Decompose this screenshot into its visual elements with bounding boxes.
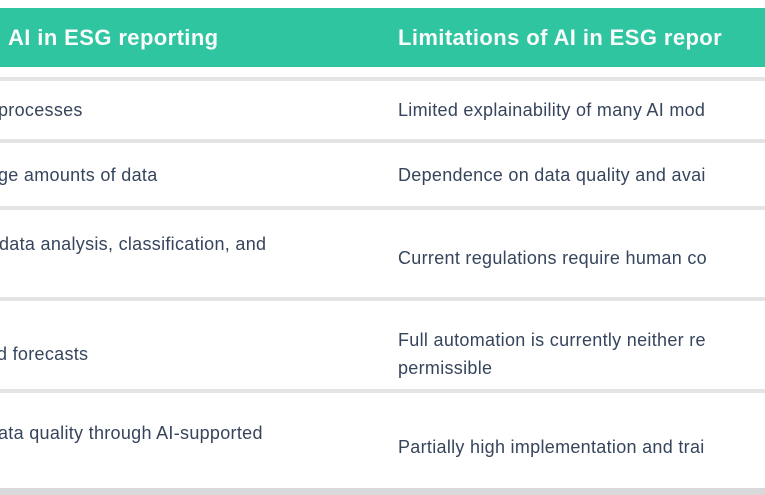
header-cell-right: Limitations of AI in ESG repor — [398, 25, 765, 51]
table-row: ata quality through AI-supported Partial… — [0, 393, 765, 488]
header-left-label: AI in ESG reporting — [8, 24, 219, 50]
table-row: processes Limited explainability of many… — [0, 81, 765, 139]
header-cell-left: AI in ESG reporting — [0, 25, 390, 51]
cell-right-text: Partially high implementation and trai — [398, 436, 705, 457]
cell-left-text: ata quality through AI-supported — [0, 422, 263, 443]
table-row: data analysis, classification, and Curre… — [0, 210, 765, 297]
cell-left-text: d forecasts — [0, 344, 89, 364]
cell-left: processes — [0, 96, 390, 124]
cell-right: Dependence on data quality and avai — [398, 161, 765, 189]
cell-left: data analysis, classification, and — [0, 230, 390, 286]
top-margin — [0, 0, 765, 8]
cell-right: Current regulations require human co — [398, 244, 765, 272]
bottom-divider — [0, 488, 765, 495]
cell-left: d forecasts — [0, 340, 390, 368]
cell-right-text: Current regulations require human co — [398, 247, 707, 268]
cell-left-text: processes — [0, 100, 83, 120]
row-divider — [0, 389, 765, 393]
header-gap — [0, 67, 765, 77]
cell-right: Full automation is currently neither re … — [398, 326, 765, 382]
cell-right-text: Dependence on data quality and avai — [398, 164, 706, 185]
row-divider — [0, 139, 765, 143]
table-row: d forecasts Full automation is currently… — [0, 301, 765, 389]
cell-right: Limited explainability of many AI mod — [398, 96, 765, 124]
cell-left: ata quality through AI-supported — [0, 419, 390, 475]
header-right-label: Limitations of AI in ESG repor — [398, 24, 723, 50]
table-header-row: AI in ESG reporting Limitations of AI in… — [0, 8, 765, 67]
cell-left-text: data analysis, classification, and — [0, 233, 267, 254]
row-divider — [0, 206, 765, 210]
row-divider — [0, 77, 765, 81]
cell-right-text: Limited explainability of many AI mod — [398, 100, 706, 120]
cell-left: ge amounts of data — [0, 161, 390, 189]
row-divider — [0, 297, 765, 301]
cell-right-text-line1: Full automation is currently neither re — [398, 330, 706, 350]
table-row: ge amounts of data Dependence on data qu… — [0, 143, 765, 206]
cell-left-text: ge amounts of data — [0, 164, 158, 185]
cell-right-text-line2: permissible — [398, 358, 493, 378]
cell-right: Partially high implementation and trai — [398, 433, 765, 461]
